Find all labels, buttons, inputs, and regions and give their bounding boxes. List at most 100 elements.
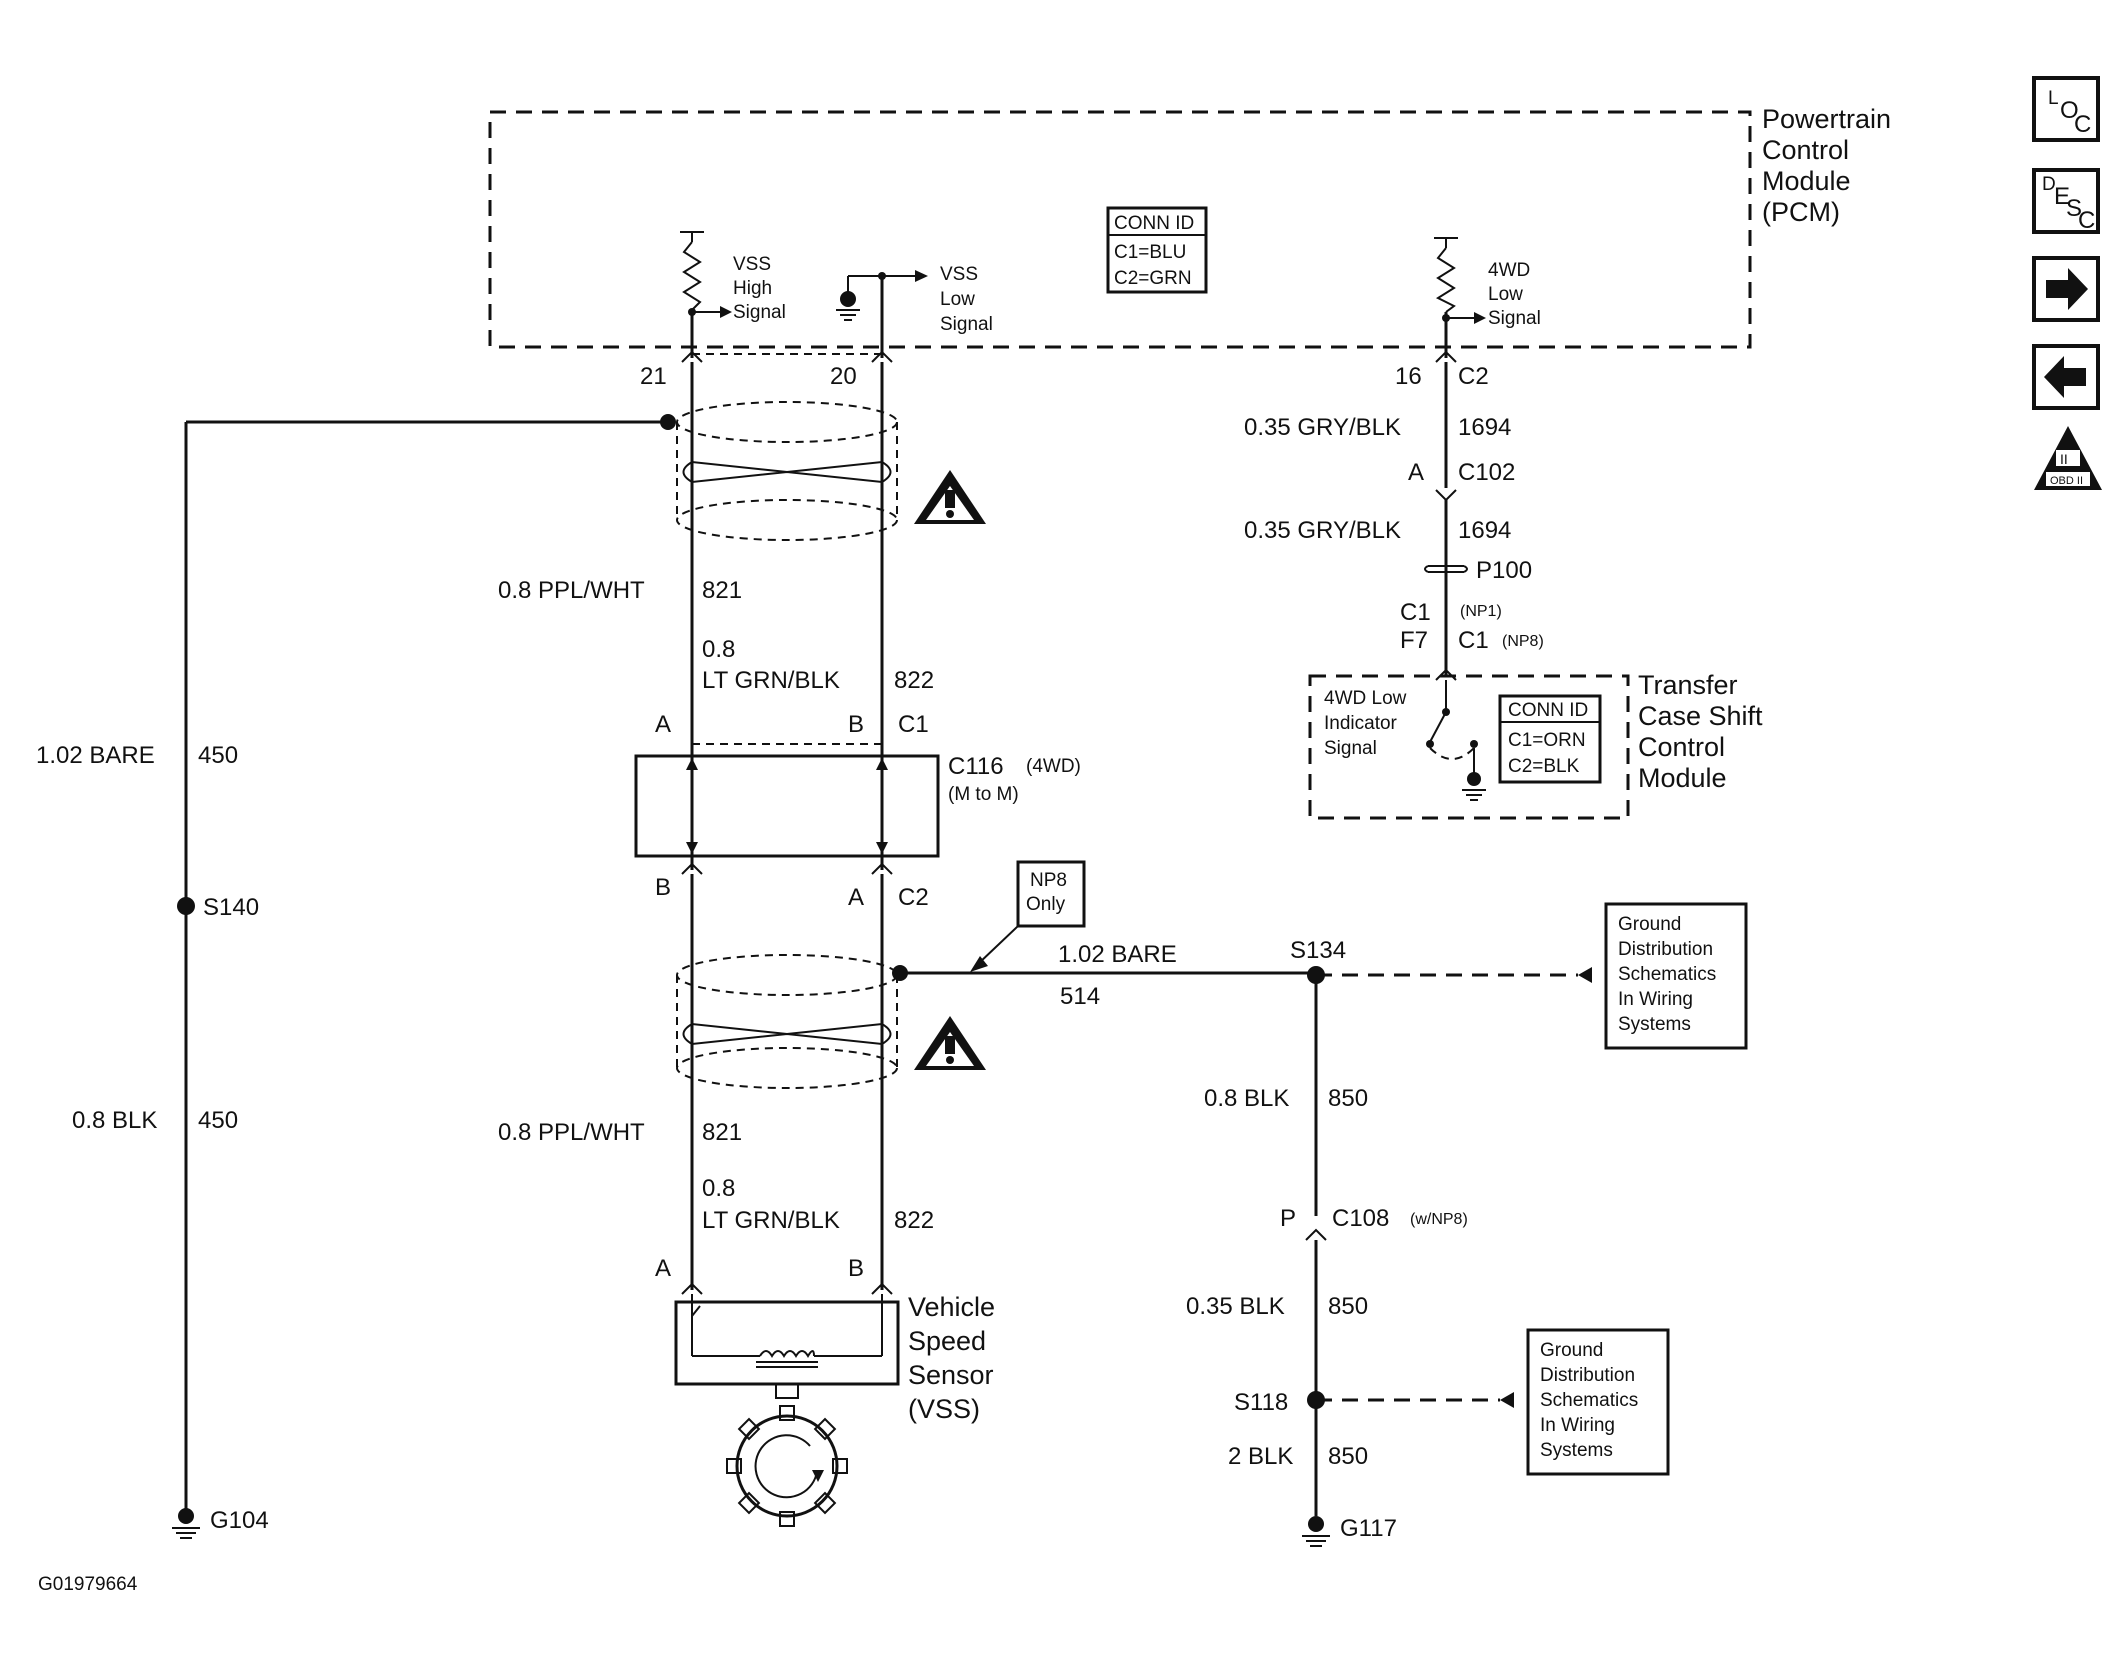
upper-twisted-pair: 0.8 PPL/WHT 821 0.8 LT GRN/BLK 822	[498, 353, 986, 734]
pcm-title-line1: Powertrain	[1762, 104, 1891, 134]
tcsm-conn-id-header: CONN ID	[1508, 700, 1588, 721]
pcm-title-line4: (PCM)	[1762, 197, 1840, 227]
c108-qualifier: (w/NP8)	[1410, 1211, 1468, 1228]
tcsm-boundary	[1308, 674, 1630, 820]
pcm-module: Powertrain Control Module (PCM) CONN ID …	[488, 104, 1891, 390]
right-ground-path: 0.8 BLK 850 P C108 (w/NP8) 0.35 BLK 850 …	[1186, 975, 1514, 1547]
arrow-right-icon	[1474, 312, 1486, 324]
lower-w822-color: LT GRN/BLK	[702, 1207, 840, 1234]
pcm-boundary	[488, 110, 1752, 349]
vss-title-line4: (VSS)	[908, 1394, 980, 1424]
upper-w822-gauge: 0.8	[702, 636, 735, 663]
ground-g117: G117	[1340, 1515, 1397, 1542]
right-blk3-gauge: 2 BLK	[1228, 1443, 1293, 1470]
tcsm-conn-id: CONN ID C1=ORN C2=BLK	[1498, 694, 1602, 784]
loc-letter-l: L	[2048, 88, 2059, 109]
arrow-right-icon	[720, 306, 732, 318]
obd-ii-button[interactable]: II OBD II	[2034, 426, 2102, 490]
switch-icon	[1426, 680, 1486, 801]
vss-pin-a: A	[655, 1255, 671, 1282]
loc-letter-c: C	[2074, 111, 2091, 138]
left-blk-gauge: 0.8 BLK	[72, 1107, 157, 1134]
fwd-c1-right: C1	[1458, 627, 1489, 654]
pcm-pin-20: 20	[830, 363, 857, 390]
vss-low-circuit: VSS Low Signal	[836, 264, 993, 358]
vss-low-label-1: VSS	[940, 264, 978, 285]
ground-ref-1-line3: Schematics	[1618, 964, 1716, 985]
pcm-conn-id-header: CONN ID	[1114, 213, 1194, 234]
fwd-gry1-gauge: 0.35 GRY/BLK	[1244, 414, 1401, 441]
desc-letter-s: S	[2066, 195, 2082, 222]
fwd-np8: (NP8)	[1502, 633, 1544, 650]
fwd-low-label-2: Low	[1488, 284, 1523, 305]
twist-icon	[682, 1022, 892, 1046]
loc-button[interactable]: L O C	[2032, 76, 2100, 142]
vehicle-speed-sensor: Vehicle Speed Sensor (VSS)	[674, 1292, 995, 1527]
vss-low-label-3: Signal	[940, 314, 993, 335]
pcm-conn-id: CONN ID C1=BLU C2=GRN	[1106, 206, 1208, 294]
ground-ref-1-line1: Ground	[1618, 914, 1681, 935]
right-splice-label: S118	[1234, 1389, 1288, 1416]
ground-g104: G104	[210, 1507, 269, 1534]
vss-low-label-2: Low	[940, 289, 975, 310]
vss-title-line2: Speed	[908, 1326, 986, 1356]
drain-gauge: 1.02 BARE	[1058, 941, 1177, 968]
ground-ref-1-line2: Distribution	[1618, 939, 1713, 960]
pcm-pin-16: 16	[1395, 363, 1422, 390]
fwd-gry2-gauge: 0.35 GRY/BLK	[1244, 517, 1401, 544]
vss-pin-b: B	[848, 1255, 864, 1282]
np8-callout-line1: NP8	[1030, 870, 1067, 891]
ground-ref-box-1: Ground Distribution Schematics In Wiring…	[1604, 902, 1748, 1050]
fwd-gry2-num: 1694	[1458, 517, 1511, 544]
fwd-c1-left: C1	[1400, 599, 1431, 626]
upper-w821-gauge: 0.8 PPL/WHT	[498, 577, 645, 604]
upper-w822-color: LT GRN/BLK	[702, 667, 840, 694]
c116-sub: (M to M)	[948, 784, 1019, 805]
vss-title-line1: Vehicle	[908, 1292, 995, 1322]
np8-callout-line2: Only	[1026, 894, 1066, 915]
right-blk2-num: 850	[1328, 1293, 1368, 1320]
left-ground-path: 1.02 BARE 450 S140 0.8 BLK 450 G104	[36, 420, 668, 1539]
vss-high-label-1: VSS	[733, 254, 771, 275]
reluctor-wheel-icon	[726, 1405, 848, 1527]
lower-w821-gauge: 0.8 PPL/WHT	[498, 1119, 645, 1146]
ground-ref-1-line4: In Wiring	[1618, 989, 1693, 1010]
desc-letter-d: D	[2042, 174, 2056, 195]
c116-c1: C1	[898, 711, 929, 738]
drain-num: 514	[1060, 983, 1100, 1010]
next-page-button[interactable]	[2032, 256, 2100, 322]
warning-icon	[914, 1016, 986, 1070]
ground-ref-1-line5: Systems	[1618, 1014, 1691, 1035]
ground-ref-2-line3: Schematics	[1540, 1390, 1638, 1411]
right-blk2-gauge: 0.35 BLK	[1186, 1293, 1285, 1320]
c116-name: C116	[948, 753, 1004, 780]
previous-page-button[interactable]	[2032, 344, 2100, 410]
pcm-connector-c2: C2	[1458, 363, 1489, 390]
np8-callout: NP8 Only	[970, 860, 1086, 972]
left-blk-num: 450	[198, 1107, 238, 1134]
c116-pin-b-top: B	[848, 711, 864, 738]
lower-w821-num: 821	[702, 1119, 742, 1146]
vss-body	[674, 1300, 900, 1386]
tcsm-module: Transfer Case Shift Control Module 4WD L…	[1308, 670, 1763, 820]
left-bare-gauge: 1.02 BARE	[36, 742, 155, 769]
right-blk3-num: 850	[1328, 1443, 1368, 1470]
right-blk1-num: 850	[1328, 1085, 1368, 1112]
vss-high-circuit: VSS High Signal	[680, 231, 786, 358]
desc-button[interactable]: D E S C	[2032, 168, 2100, 234]
pcm-conn-id-c1: C1=BLU	[1114, 242, 1186, 263]
drain-wire-514: 1.02 BARE 514 S134	[900, 937, 1592, 1010]
desc-letter-e: E	[2054, 183, 2070, 210]
lower-w822-gauge: 0.8	[702, 1175, 735, 1202]
lower-twisted-pair: 0.8 PPL/WHT 821 0.8 LT GRN/BLK 822 A B	[498, 874, 986, 1290]
arrow-right-icon	[2046, 268, 2088, 310]
fwd-low-circuit: 4WD Low Signal	[1434, 237, 1541, 358]
fwd-np1: (NP1)	[1460, 603, 1502, 620]
desc-letter-c: C	[2078, 207, 2095, 234]
arrow-right-icon	[915, 270, 928, 282]
fwd-low-label-3: Signal	[1488, 308, 1541, 329]
splice-s140	[177, 897, 195, 915]
pcm-title-line3: Module	[1762, 166, 1851, 196]
tcsm-conn-id-c2: C2=BLK	[1508, 756, 1580, 777]
